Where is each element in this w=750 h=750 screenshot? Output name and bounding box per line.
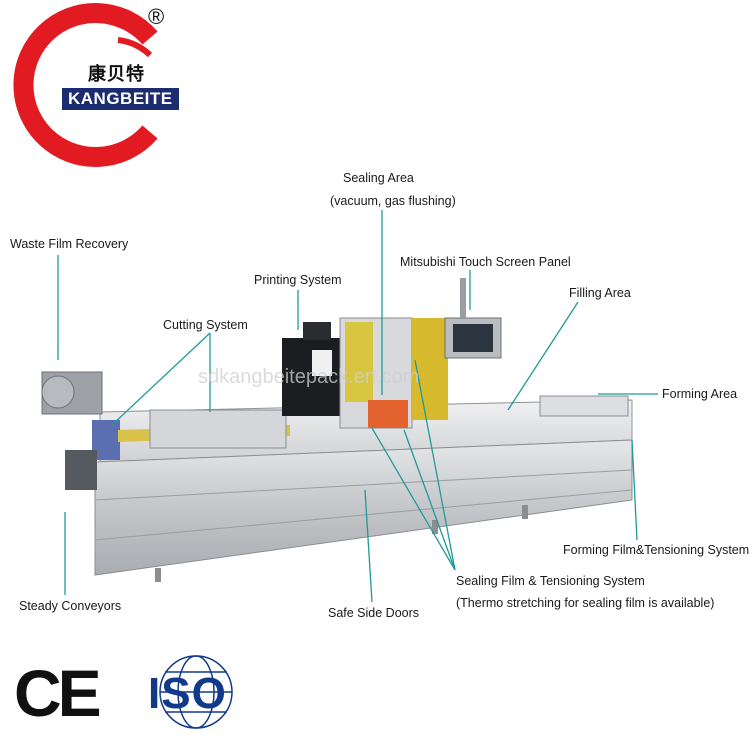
- ce-mark: CE: [14, 656, 102, 730]
- registered-mark: ®: [148, 4, 165, 29]
- brand-name-en: KANGBEITE: [62, 88, 179, 110]
- label-sealing-film-note: (Thermo stretching for sealing film is a…: [456, 596, 715, 610]
- iso-mark: ISO: [148, 669, 227, 718]
- label-safe-side-doors: Safe Side Doors: [328, 606, 420, 620]
- label-sealing-area: Sealing Area: [343, 171, 414, 185]
- label-filling-area: Filling Area: [569, 286, 631, 300]
- label-forming-area: Forming Area: [662, 387, 738, 401]
- brand-name-cn: 康贝特: [88, 64, 145, 85]
- label-printing-system: Printing System: [254, 273, 342, 287]
- watermark: sdkangbeitepack.en.com: [198, 366, 420, 388]
- label-forming-film-tensioning: Forming Film&Tensioning System: [563, 543, 750, 557]
- label-steady-conveyors: Steady Conveyors: [19, 599, 122, 613]
- brand-logo-ring: [13, 3, 158, 167]
- iso-globe: [159, 655, 233, 729]
- label-sealing-film-tensioning: Sealing Film & Tensioning System: [456, 574, 645, 588]
- leader-lines: [57, 210, 658, 603]
- label-sealing-area-note: (vacuum, gas flushing): [330, 194, 456, 208]
- label-touch-screen: Mitsubishi Touch Screen Panel: [400, 255, 571, 269]
- label-waste-film-recovery: Waste Film Recovery: [10, 237, 129, 251]
- label-cutting-system: Cutting System: [163, 318, 248, 332]
- machine-body: [41, 278, 633, 582]
